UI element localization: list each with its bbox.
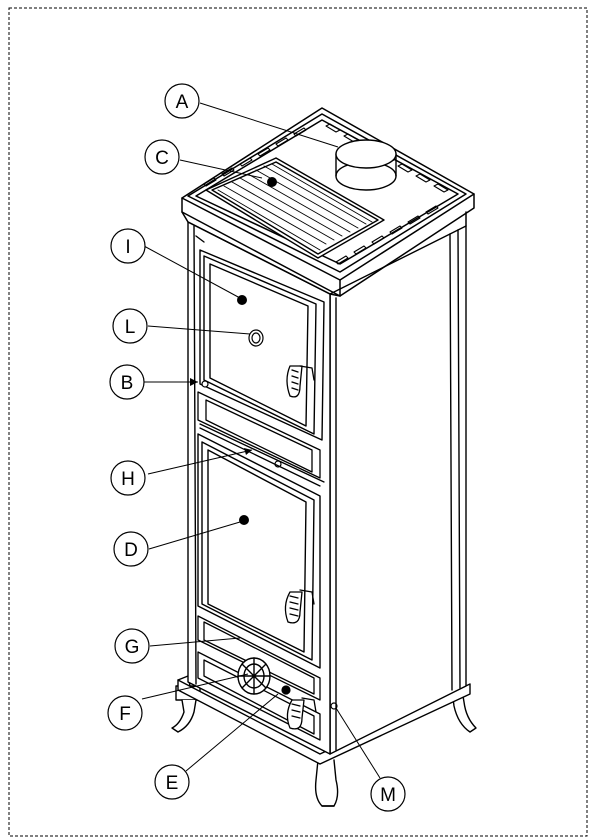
- callout-e: E: [154, 764, 190, 800]
- svg-text:F: F: [119, 704, 131, 725]
- stove-legs: [171, 685, 477, 807]
- svg-text:G: G: [125, 637, 140, 658]
- dashed-border: [8, 7, 588, 837]
- callout-d: D: [113, 531, 149, 567]
- callout-c: C: [144, 139, 180, 175]
- callout-g: G: [114, 628, 150, 664]
- callout-l: L: [112, 308, 148, 344]
- door-handles: [284, 365, 317, 730]
- callout-h: H: [110, 460, 146, 496]
- callout-f: F: [107, 695, 143, 731]
- stove-side-panel: [329, 225, 467, 755]
- svg-text:D: D: [124, 540, 138, 561]
- callout-b: B: [109, 364, 145, 400]
- callout-i: I: [110, 228, 146, 264]
- svg-text:L: L: [125, 317, 136, 338]
- svg-text:C: C: [155, 148, 169, 169]
- arrowheads: [190, 378, 252, 455]
- leader-lines: [141, 102, 381, 779]
- stove-details: [201, 329, 338, 710]
- reference-dots: [237, 177, 277, 525]
- cooking-plate-ribs: [217, 163, 373, 251]
- svg-text:I: I: [125, 237, 130, 258]
- svg-text:B: B: [121, 373, 134, 394]
- svg-text:M: M: [380, 785, 396, 806]
- air-regulator-wheel: [237, 657, 271, 695]
- stove-drawing: [171, 107, 477, 807]
- svg-text:A: A: [176, 92, 189, 113]
- callout-m: M: [370, 776, 406, 812]
- cooking-plate: [205, 157, 385, 259]
- flue-collar: [335, 139, 397, 191]
- svg-text:E: E: [166, 773, 179, 794]
- svg-text:H: H: [121, 469, 135, 490]
- oven-lower-band: [197, 391, 325, 487]
- callout-a: A: [164, 83, 200, 119]
